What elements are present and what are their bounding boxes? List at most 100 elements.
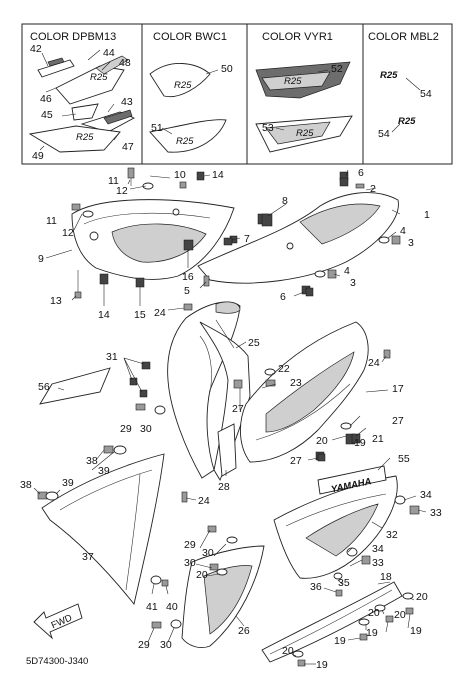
left-upper-cowling — [71, 199, 235, 288]
callout-17: 17 — [392, 383, 404, 395]
decal-set-mbl2: R25 R25 — [380, 70, 421, 133]
callout-4-a: 4 — [400, 225, 406, 237]
left-lower-cowling — [41, 453, 165, 606]
callout-9: 9 — [38, 253, 44, 265]
callout-29-c: 29 — [138, 639, 150, 651]
callout-41: 41 — [146, 601, 158, 613]
callout-42: 42 — [30, 43, 42, 55]
callout-19-c: 19 — [366, 627, 378, 639]
callout-10: 10 — [174, 169, 186, 181]
callout-30-a: 30 — [140, 423, 152, 435]
callout-16: 16 — [182, 271, 194, 283]
callout-52: 52 — [331, 63, 343, 75]
svg-text:R25: R25 — [398, 116, 416, 127]
color-header-vyr1: COLOR VYR1 — [262, 31, 333, 43]
callout-45: 45 — [41, 109, 53, 121]
callout-28: 28 — [218, 481, 230, 493]
callout-43: 43 — [121, 96, 133, 108]
svg-text:R25: R25 — [380, 70, 398, 81]
callout-6-a: 6 — [358, 167, 364, 179]
callout-37: 37 — [82, 551, 94, 563]
color-header-mbl2: COLOR MBL2 — [368, 31, 439, 43]
inner-panel-center — [199, 321, 251, 482]
decal-set-dpbm13: R25 R25 — [28, 49, 136, 153]
svg-text:R25: R25 — [174, 80, 192, 91]
callout-34-a: 34 — [420, 489, 432, 501]
callout-40: 40 — [166, 601, 178, 613]
callout-22: 22 — [278, 363, 290, 375]
callout-33-a: 33 — [430, 507, 442, 519]
callout-44: 44 — [103, 47, 115, 59]
callout-31: 31 — [106, 351, 118, 363]
callout-12-a: 12 — [116, 185, 128, 197]
callout-20-d: 20 — [368, 607, 380, 619]
svg-text:R25: R25 — [296, 128, 314, 139]
right-upper-cowling — [197, 171, 399, 295]
color-options-panel: COLOR DPBM13 COLOR BWC1 COLOR VYR1 COLOR… — [21, 23, 453, 165]
callout-39-b: 39 — [62, 477, 74, 489]
callout-55: 55 — [398, 453, 410, 465]
color-header-bwc1: COLOR BWC1 — [153, 31, 227, 43]
callout-8: 8 — [282, 195, 288, 207]
callout-24-b: 24 — [368, 357, 380, 369]
callout-27-c: 27 — [290, 455, 302, 467]
callout-4-b: 4 — [344, 265, 350, 277]
callout-20-c: 20 — [416, 591, 428, 603]
callout-27-b: 27 — [392, 415, 404, 427]
callout-54-a: 54 — [420, 88, 432, 100]
decal-56 — [39, 367, 111, 405]
callout-11-b: 11 — [46, 215, 57, 227]
decal-set-vyr1: R25 R25 — [255, 61, 353, 153]
callout-27-a: 27 — [232, 403, 244, 415]
callout-46: 46 — [40, 93, 52, 105]
callouts: 11 10 14 12 11 12 9 13 14 15 16 5 7 8 6 … — [20, 167, 442, 671]
callout-51: 51 — [151, 122, 163, 134]
callout-12-b: 12 — [62, 227, 74, 239]
callout-30-b: 30 — [202, 547, 214, 559]
callout-5: 5 — [184, 285, 190, 297]
callout-11-a: 11 — [108, 175, 119, 187]
callout-13: 13 — [50, 295, 62, 307]
callout-20-f: 20 — [282, 645, 294, 657]
svg-text:R25: R25 — [176, 136, 194, 147]
callout-24-c: 24 — [198, 495, 210, 507]
bottom-cover-18 — [261, 581, 403, 663]
callout-25: 25 — [248, 337, 260, 349]
callout-29-a: 29 — [120, 423, 132, 435]
callout-14-a: 14 — [212, 169, 224, 181]
callout-20-b: 20 — [196, 569, 208, 581]
callout-48: 48 — [119, 57, 131, 69]
callout-3-a: 3 — [408, 237, 414, 249]
leader-lines — [33, 169, 427, 665]
diagram-code: 5D74300-J340 — [26, 656, 88, 667]
callout-38-b: 38 — [20, 479, 32, 491]
callout-24-a: 24 — [154, 307, 166, 319]
callout-56: 56 — [38, 381, 50, 393]
callout-19-d: 19 — [334, 635, 346, 647]
right-side-cowling — [240, 321, 369, 463]
color-header-dpbm13: COLOR DPBM13 — [30, 31, 116, 43]
callout-2: 2 — [370, 183, 376, 195]
decal-set-bwc1: R25 R25 — [149, 63, 227, 153]
right-lower-cowling — [273, 475, 398, 579]
callout-1: 1 — [424, 209, 430, 221]
callout-38-a: 38 — [86, 455, 98, 467]
callout-18: 18 — [380, 571, 392, 583]
svg-text:R25: R25 — [90, 72, 108, 83]
callout-49: 49 — [32, 150, 44, 162]
callout-19-e: 19 — [316, 659, 328, 671]
callout-19-b: 19 — [410, 625, 422, 637]
callout-23: 23 — [290, 377, 302, 389]
callout-19-a: 19 — [354, 437, 366, 449]
callout-7: 7 — [244, 233, 250, 245]
callout-6-b: 6 — [280, 291, 286, 303]
svg-text:R25: R25 — [76, 132, 94, 143]
callout-30-c: 30 — [184, 557, 196, 569]
callout-20-e: 20 — [394, 609, 406, 621]
callout-21: 21 — [372, 433, 384, 445]
callout-54-b: 54 — [378, 128, 390, 140]
callout-30-d: 30 — [160, 639, 172, 651]
callout-15: 15 — [134, 309, 146, 321]
callout-20-a: 20 — [316, 435, 328, 447]
